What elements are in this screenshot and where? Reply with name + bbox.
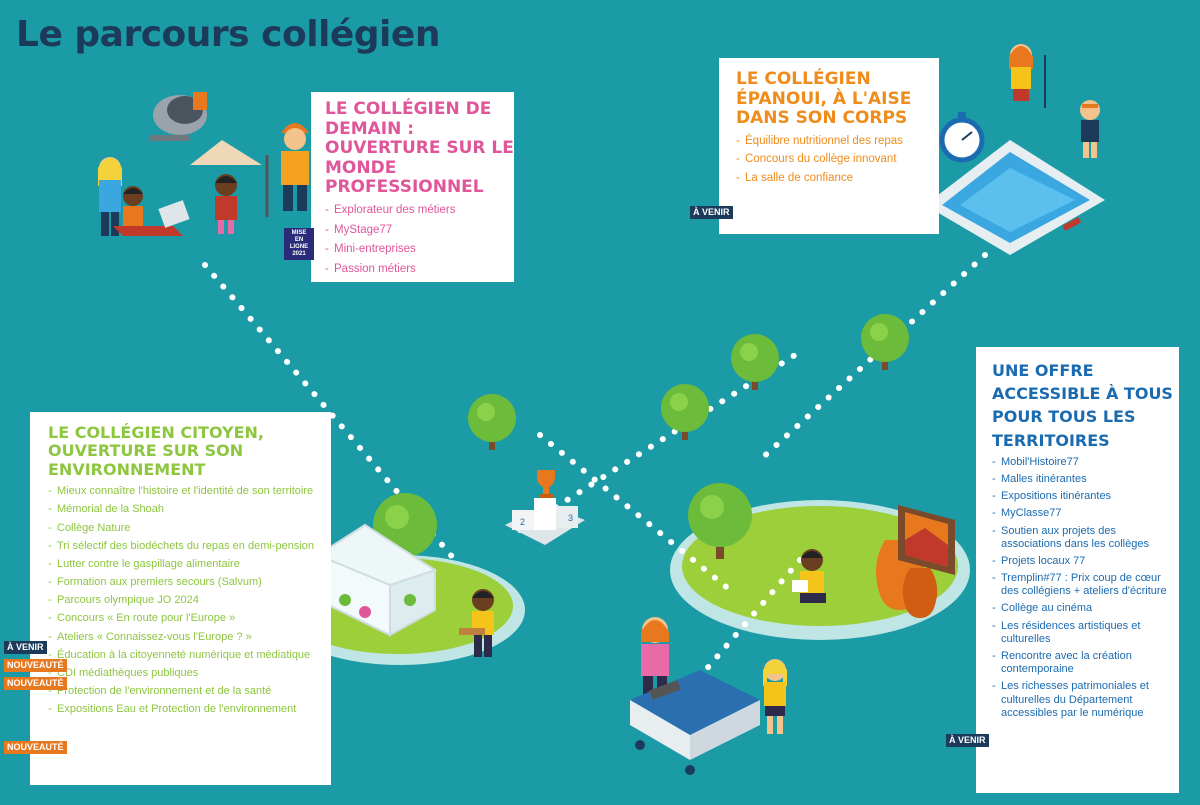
list-item: Passion métiers: [325, 263, 514, 277]
list-item: Tremplin#77 : Prix coup de cœur des coll…: [992, 572, 1179, 598]
list-item: Malles itinérantes: [992, 473, 1179, 486]
student-icon: [1080, 100, 1100, 158]
page-title: Le parcours collégien: [16, 14, 440, 55]
trophy-icon: [537, 470, 555, 498]
item-list: Équilibre nutritionnel des repas Concour…: [736, 135, 939, 186]
list-item: Éducation à la citoyenneté numérique et …: [48, 649, 331, 662]
item-list: Explorateur des métiers MyStage77 Mini-e…: [325, 204, 514, 277]
item-list: Mieux connaître l'histoire et l'identité…: [48, 485, 331, 717]
badge-nouveaute: NOUVEAUTÉ: [4, 659, 67, 672]
pool-icon: [925, 140, 1105, 255]
stopwatch-icon: [939, 112, 985, 163]
list-item: CDI médiathèques publiques: [48, 667, 331, 680]
student-icon: [98, 157, 122, 236]
library-cart-icon: [630, 670, 760, 775]
list-item: Soutien aux projets des associations dan…: [992, 525, 1179, 551]
list-item: Expositions itinérantes: [992, 490, 1179, 503]
badge-nouveaute: NOUVEAUTÉ: [4, 677, 67, 690]
list-item: Protection de l'environnement et de la s…: [48, 685, 331, 698]
list-item: Formation aux premiers secours (Salvum): [48, 576, 331, 589]
panel-heading: LE COLLÉGIEN ÉPANOUI, À L'AISE DANS SON …: [736, 69, 912, 129]
panel-college-demain: LE COLLÉGIEN DE DEMAIN : OUVERTURE SUR L…: [311, 92, 514, 282]
list-item: Mini-entreprises: [325, 243, 514, 257]
list-item: MyClasse77: [992, 507, 1179, 520]
student-icon: [459, 589, 494, 657]
list-item: Explorateur des métiers: [325, 204, 514, 218]
list-item: Mémorial de la Shoah: [48, 503, 331, 516]
list-item: Expositions Eau et Protection de l'envir…: [48, 703, 331, 716]
list-item: Mieux connaître l'histoire et l'identité…: [48, 485, 331, 498]
panel-college-epanoui: LE COLLÉGIEN ÉPANOUI, À L'AISE DANS SON …: [719, 58, 939, 234]
student-icon: [113, 186, 190, 236]
svg-text:2: 2: [520, 517, 525, 527]
student-icon: [763, 659, 787, 734]
podium-icon: 2 3: [505, 498, 585, 545]
list-item: Projets locaux 77: [992, 555, 1179, 568]
student-icon: [215, 174, 237, 234]
list-item: Ateliers « Connaissez-vous l'Europe ? »: [48, 631, 331, 644]
panel-offre-accessible: UNE OFFRE ACCESSIBLE À TOUS POUR TOUS LE…: [976, 347, 1179, 793]
panel-heading: LE COLLÉGIEN CITOYEN, OUVERTURE SUR SON …: [48, 423, 264, 479]
student-icon: [792, 549, 826, 603]
list-item: Les résidences artistiques et culturelle…: [992, 620, 1179, 646]
tree-icon: [731, 334, 779, 390]
list-item: La salle de confiance: [736, 172, 939, 186]
list-item: Collège au cinéma: [992, 602, 1179, 615]
list-item: Concours « En route pour l'Europe »: [48, 612, 331, 625]
panel-college-citoyen: LE COLLÉGIEN CITOYEN, OUVERTURE SUR SON …: [30, 412, 331, 785]
tree-icon: [468, 394, 516, 450]
svg-text:3: 3: [568, 513, 573, 523]
tree-icon: [661, 384, 709, 440]
greenhouse-icon: [315, 523, 438, 637]
badge-a-venir: À VENIR: [690, 206, 733, 219]
student-icon: [265, 123, 309, 217]
panel-heading: LE COLLÉGIEN DE DEMAIN : OUVERTURE SUR L…: [325, 99, 514, 198]
badge-mise-en-ligne: MISE EN LIGNE 2021: [284, 228, 314, 260]
badge-nouveaute: NOUVEAUTÉ: [4, 741, 67, 754]
item-list: Mobil'Histoire77 Malles itinérantes Expo…: [992, 456, 1179, 720]
cement-mixer-icon: [150, 92, 262, 165]
painting-icon: [898, 505, 955, 575]
badge-a-venir: À VENIR: [4, 641, 47, 654]
student-icon: [1009, 44, 1046, 108]
tree-icon: [861, 314, 909, 370]
list-item: Équilibre nutritionnel des repas: [736, 135, 939, 149]
list-item: Lutter contre le gaspillage alimentaire: [48, 558, 331, 571]
list-item: Parcours olympique JO 2024: [48, 594, 331, 607]
panel-heading: UNE OFFRE ACCESSIBLE À TOUS POUR TOUS LE…: [992, 361, 1173, 450]
list-item: Rencontre avec la création contemporaine: [992, 650, 1179, 676]
list-item: Concours du collège innovant: [736, 153, 939, 167]
list-item: MyStage77: [325, 224, 514, 238]
tree-icon: [688, 483, 752, 559]
badge-a-venir: À VENIR: [946, 734, 989, 747]
list-item: Collège Nature: [48, 522, 331, 535]
list-item: Tri sélectif des biodéchets du repas en …: [48, 540, 331, 553]
list-item: Mobil'Histoire77: [992, 456, 1179, 469]
list-item: Les richesses patrimoniales et culturell…: [992, 680, 1179, 720]
